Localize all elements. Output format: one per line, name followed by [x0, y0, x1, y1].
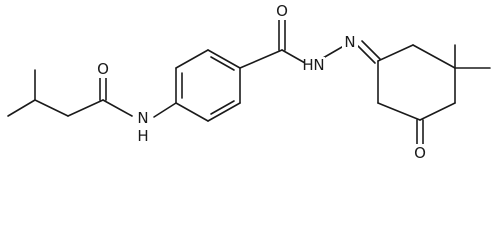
atom-imine-nitrogen: N: [344, 33, 355, 51]
bond-co-nhn: [281, 49, 306, 64]
bond-n-n: [322, 46, 343, 59]
bond-ch2-co: [67, 99, 104, 117]
atom-amide-hydrogen: H: [137, 127, 148, 145]
bond-cyc-2: [412, 44, 456, 69]
bond-imine-1: [357, 45, 376, 64]
bond-ch-ch2: [34, 99, 69, 117]
atom-amide-oxygen: O: [97, 60, 109, 78]
bond-co-nh: [102, 99, 133, 117]
bond-methyl-left: [7, 99, 36, 117]
atom-hydrazide-nitrogen: N: [313, 56, 324, 74]
bonds: [7, 19, 491, 145]
bond-cyc-1: [377, 44, 414, 62]
bond-ring-co: [239, 49, 283, 69]
bond-ring-inner-2: [210, 56, 235, 71]
atom-hydrazide-oxygen: O: [276, 2, 288, 20]
bond-ring-6: [175, 102, 209, 122]
atom-labels: O N H O H N N O: [96, 2, 427, 162]
atom-ketone-oxygen: O: [414, 144, 426, 162]
bond-ring-2: [175, 49, 209, 69]
atom-hydrazide-hydrogen: H: [302, 56, 313, 74]
bond-ring-5: [207, 102, 241, 122]
bond-cyc-5: [377, 102, 421, 121]
chemical-structure: O N H O H N N O: [7, 2, 491, 162]
bond-imine-2: [361, 40, 381, 60]
bond-ring-3: [207, 49, 241, 69]
bond-nh-ring: [153, 102, 177, 118]
bond-cyc-4: [419, 102, 456, 121]
bond-ring-inner-3: [210, 100, 235, 115]
atom-amide-nitrogen: N: [137, 109, 148, 127]
